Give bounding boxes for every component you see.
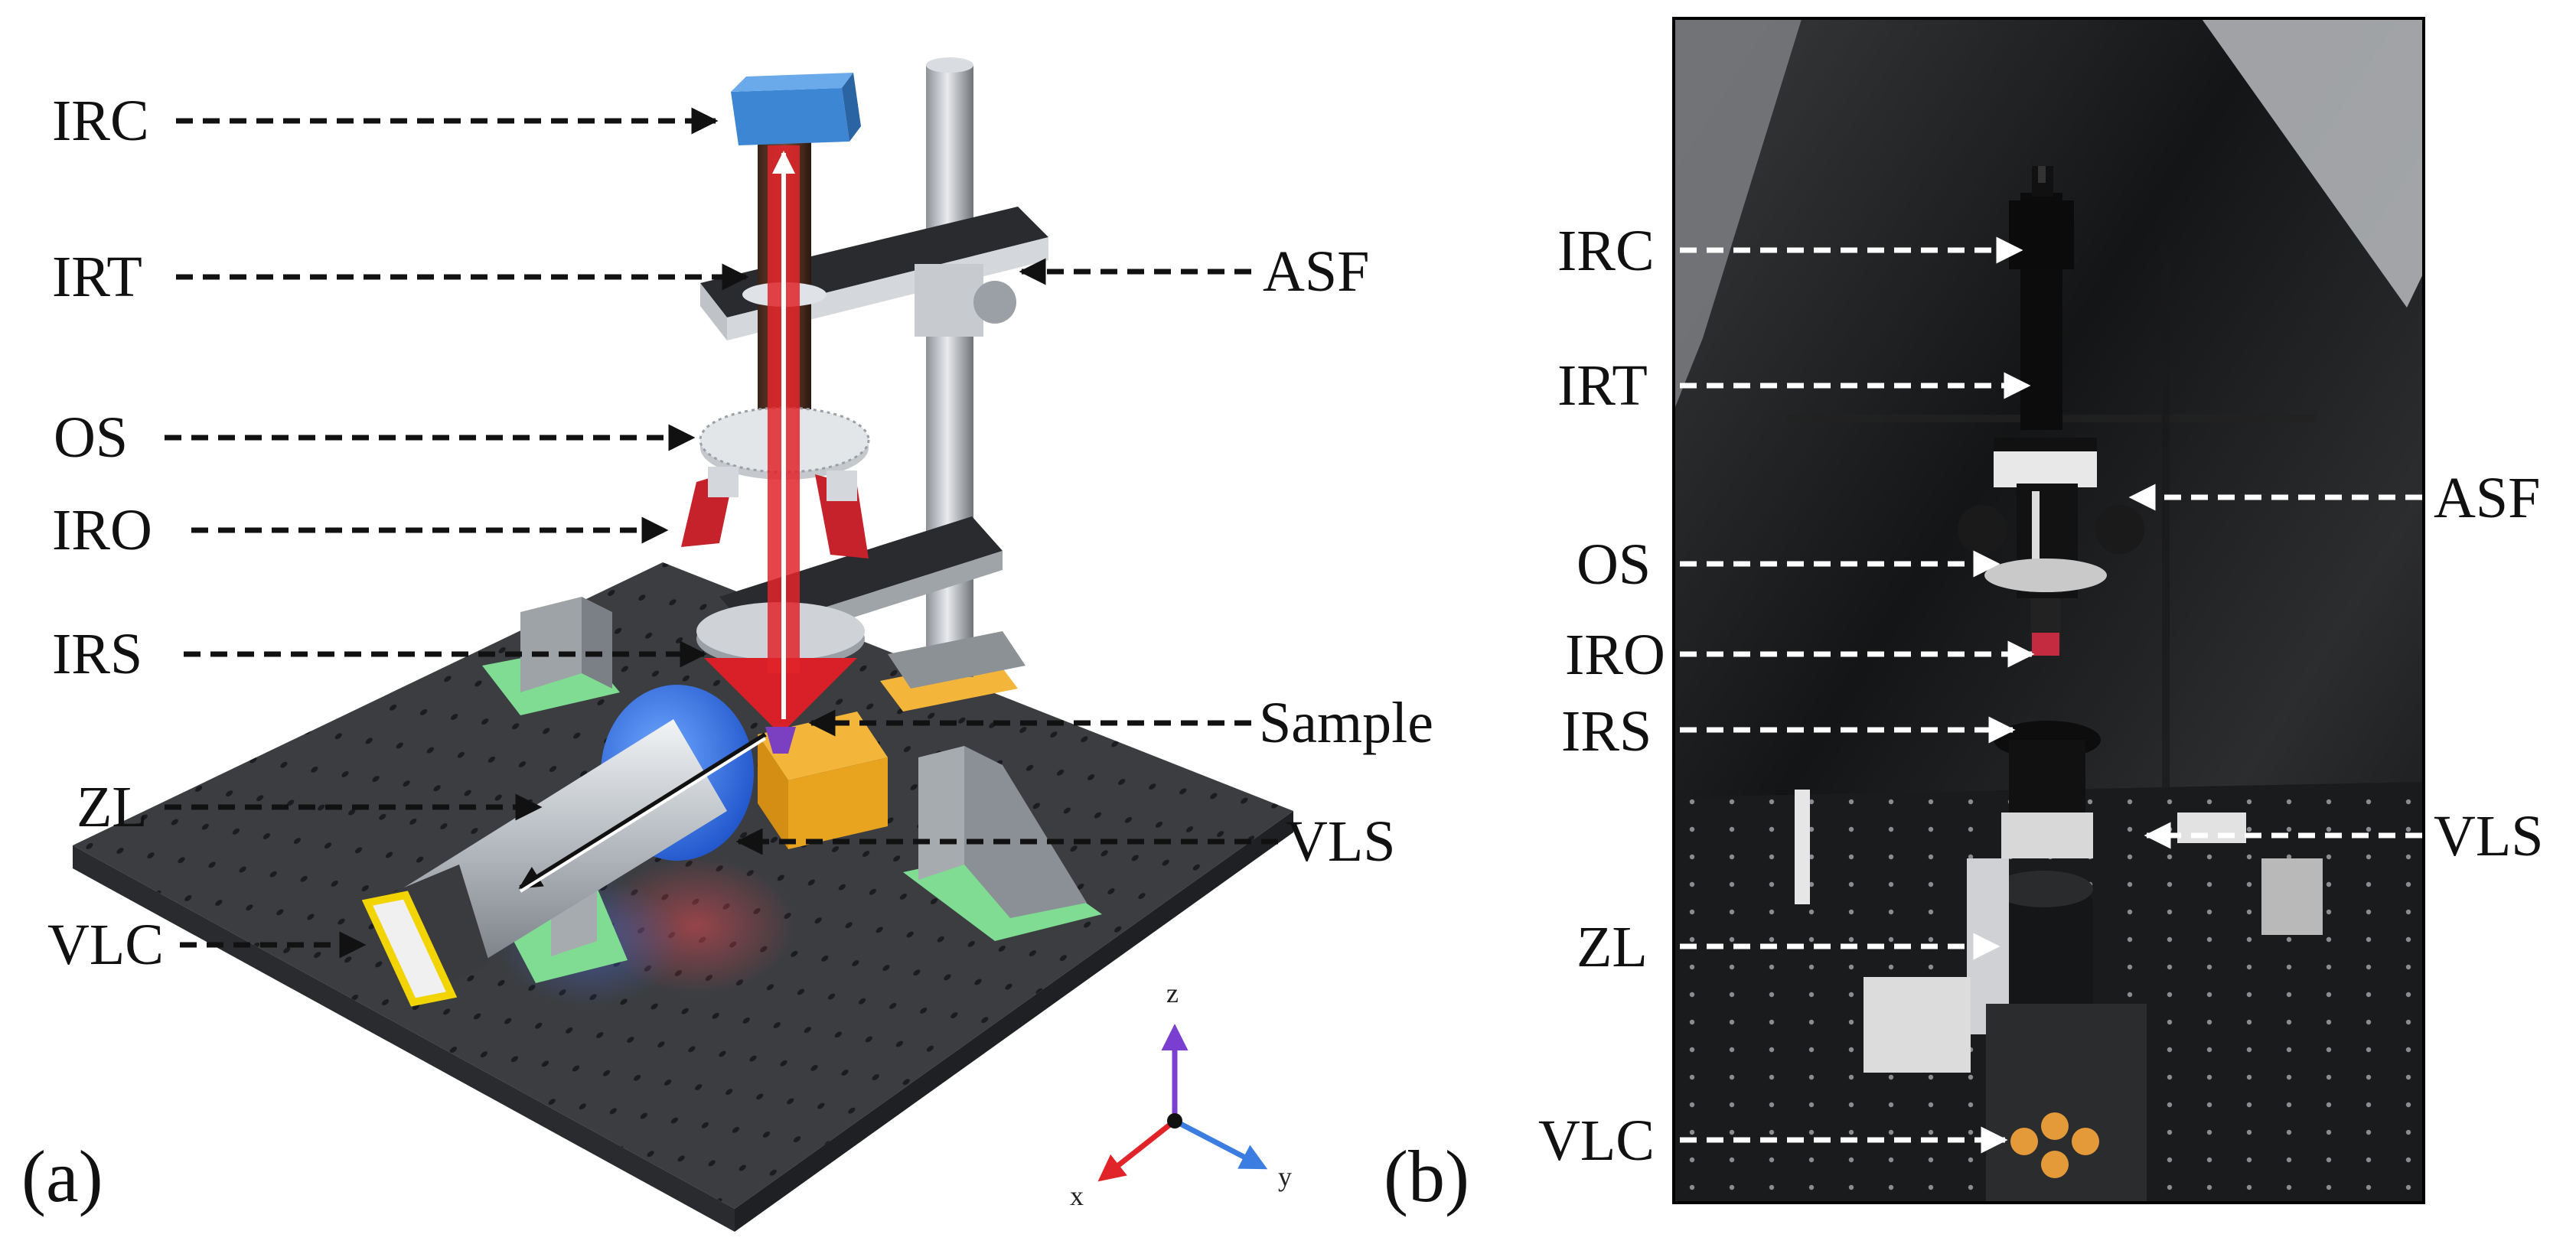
label-a-sample: Sample [1259, 691, 1433, 755]
label-a-vlc: VLC [47, 913, 164, 977]
label-a-os: OS [54, 405, 129, 470]
axes-icon [1097, 1024, 1268, 1182]
cmos-camera [361, 865, 490, 1007]
axis-y-arrow [1173, 1118, 1268, 1170]
panel-b-tag: (b) [1384, 1135, 1469, 1217]
label-a-asf: ASF [1263, 239, 1370, 304]
top-bracket [700, 207, 1048, 340]
label-b-asf: ASF [2434, 466, 2541, 530]
laser-beam [768, 145, 800, 719]
label-a-iro: IRO [52, 498, 152, 562]
ir-camera [731, 73, 861, 145]
panel-b-photo [1672, 17, 2425, 1204]
label-a-vls: VLS [1286, 809, 1396, 874]
panel-a-schematic [73, 57, 1293, 1232]
axis-x-arrow [1097, 1119, 1177, 1182]
label-b-iro: IRO [1565, 623, 1665, 687]
label-b-irc: IRC [1557, 219, 1655, 283]
label-b-os: OS [1577, 532, 1652, 597]
label-b-zl: ZL [1577, 915, 1648, 979]
label-b-irs: IRS [1561, 699, 1652, 764]
label-a-irc: IRC [52, 89, 149, 153]
panel-a-tag: (a) [21, 1135, 103, 1217]
axis-y-label: y [1278, 1161, 1292, 1192]
label-a-irt: IRT [52, 245, 142, 309]
leader-arrows-b [1680, 236, 2422, 1154]
label-b-irt: IRT [1557, 353, 1648, 418]
label-b-vlc: VLC [1538, 1109, 1655, 1173]
brackets [520, 597, 1087, 956]
axis-z-label: z [1166, 978, 1179, 1008]
axis-x-label: x [1070, 1180, 1084, 1211]
optical-table [73, 562, 1293, 1232]
leader-arrows-a [165, 107, 1278, 959]
label-a-zl: ZL [77, 775, 148, 839]
label-b-vls: VLS [2434, 804, 2544, 868]
label-a-irs: IRS [52, 622, 143, 686]
